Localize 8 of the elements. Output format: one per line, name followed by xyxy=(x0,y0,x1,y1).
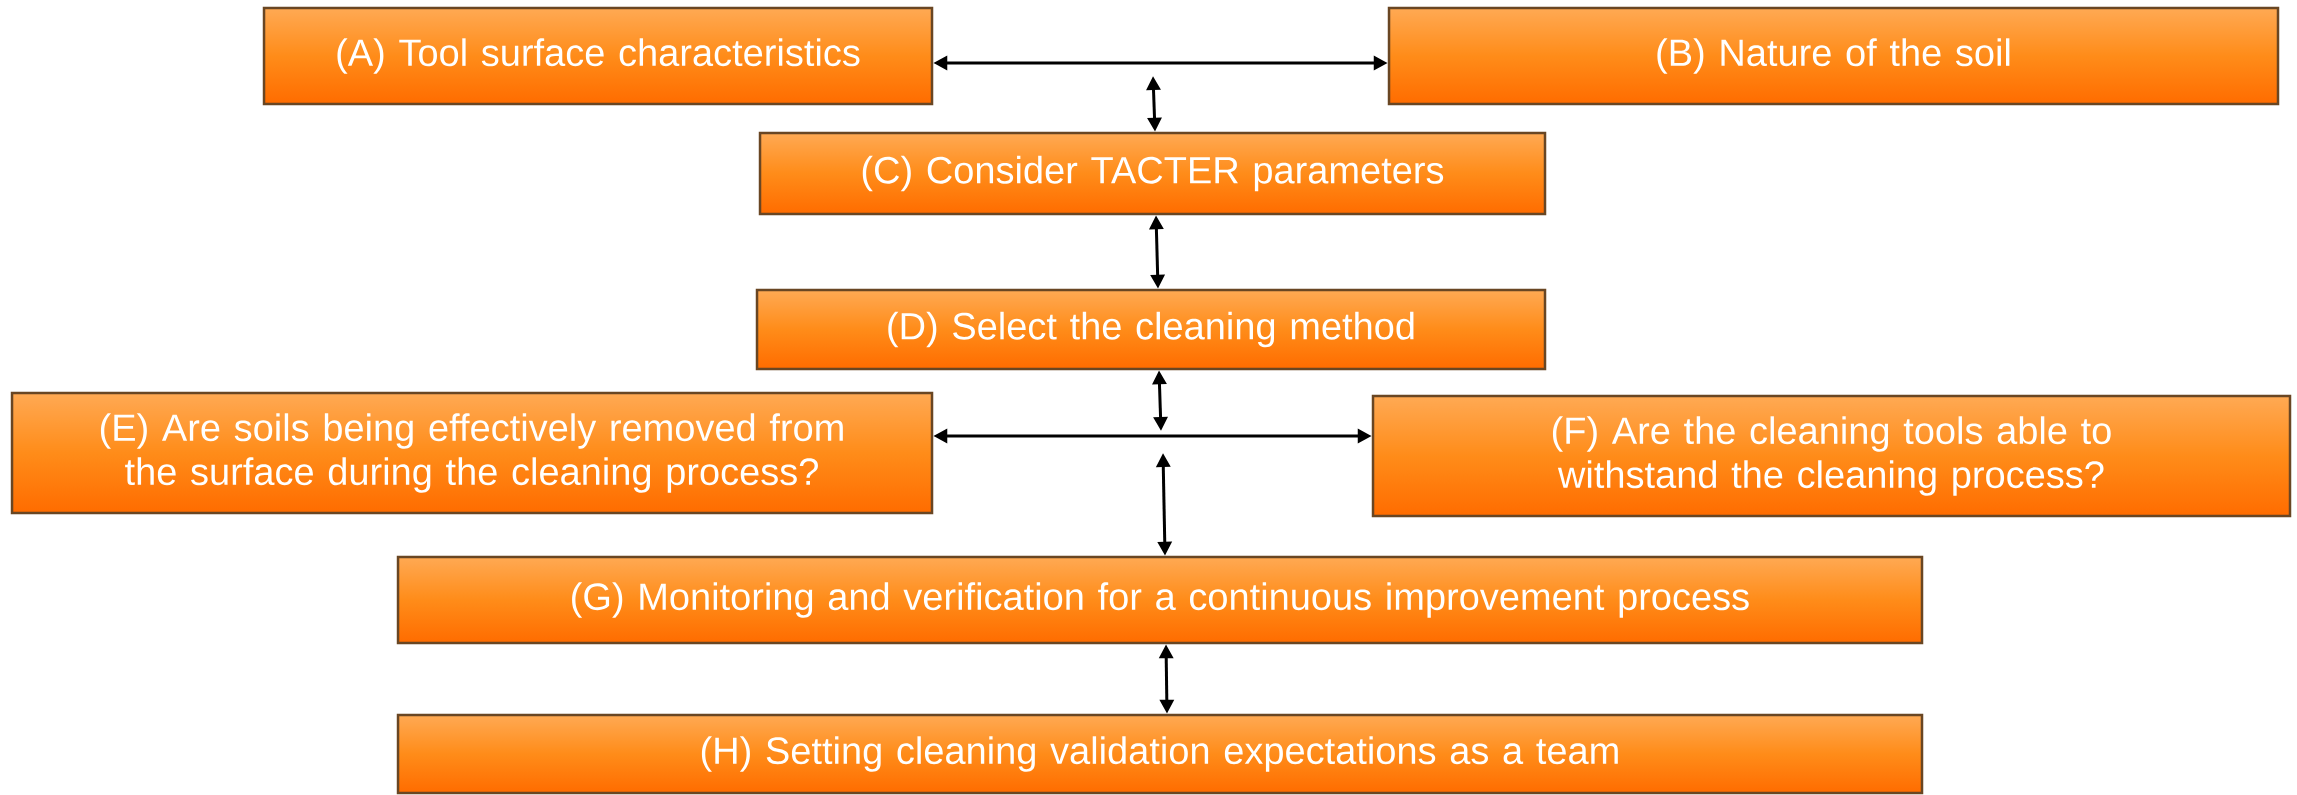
process-box: (E) Are soils being effectively removed from the surface during the cleaning process? xyxy=(10,391,934,515)
process-box: (A) Tool surface characteristics xyxy=(262,6,934,106)
process-box: (C) Consider TACTER parameters xyxy=(758,131,1547,216)
process-box: (G) Monitoring and verification for a continuous improvement process xyxy=(396,555,1924,645)
process-box: (F) Are the cleaning tools able to withstand the cleaning process? xyxy=(1371,394,2292,518)
process-box: (B) Nature of the soil xyxy=(1387,6,2280,106)
process-box: (D) Select the cleaning method xyxy=(755,288,1547,371)
process-box: (H) Setting cleaning validation expectations as a team xyxy=(396,713,1924,795)
